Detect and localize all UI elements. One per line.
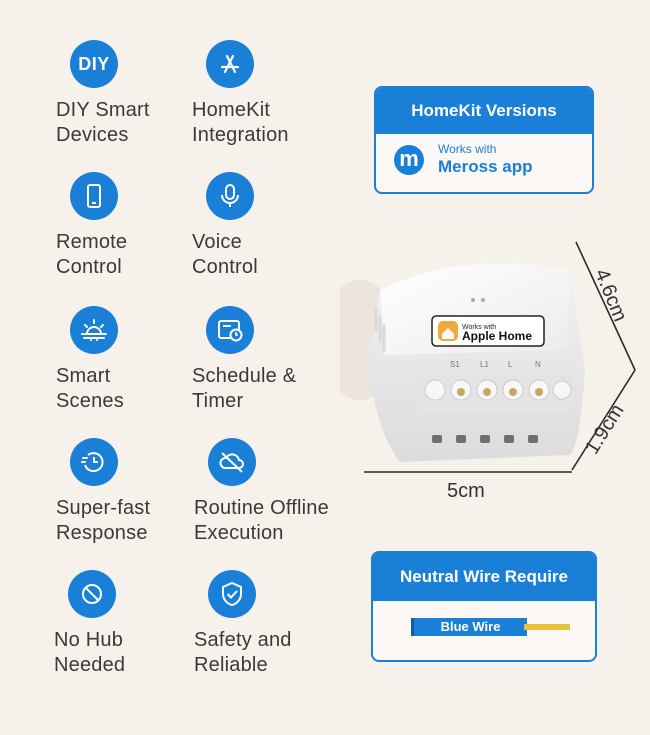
blue-wire-label: Blue Wire: [411, 618, 527, 636]
homekit-versions-title: HomeKit Versions: [376, 88, 592, 134]
no-sign-icon: [68, 570, 116, 618]
diy-icon: DIY: [70, 40, 118, 88]
terminal-label: L: [508, 360, 513, 369]
feature-label: HomeKit: [192, 99, 271, 121]
feature-label: Execution: [194, 522, 284, 544]
works-with-label: Works with: [438, 142, 497, 156]
app-store-icon: [206, 40, 254, 88]
badge-apple-home: Apple Home: [462, 329, 532, 343]
fast-clock-icon: [70, 438, 118, 486]
feature-label: Super-fast: [56, 497, 151, 519]
feature-label: Integration: [192, 124, 289, 146]
terminal-label: S1: [450, 360, 460, 369]
feature-label: Devices: [56, 124, 129, 146]
feature-label: Remote: [56, 231, 128, 253]
feature-label: Control: [56, 256, 122, 278]
terminal-label: L1: [480, 360, 489, 369]
badge-works-with: Works with: [462, 324, 496, 331]
feature-label: Timer: [192, 390, 244, 412]
smart-switch-device: Works with Apple Home S1 L1 L N: [340, 241, 636, 473]
feature-label: Response: [56, 522, 148, 544]
feature-label: No Hub: [54, 629, 124, 651]
feature-label: Voice: [192, 231, 242, 253]
feature-label: Reliable: [194, 654, 268, 676]
feature-label: Safety and: [194, 629, 292, 651]
meross-logo-icon: m: [394, 144, 424, 175]
microphone-icon: [206, 172, 254, 220]
meross-app-label: Meross app: [438, 157, 533, 176]
feature-label: Control: [192, 256, 258, 278]
phone-icon: [70, 172, 118, 220]
terminal-label: N: [535, 360, 541, 369]
blue-wire: Blue Wire: [411, 618, 595, 638]
wire-core: [524, 624, 570, 630]
feature-label: DIY Smart: [56, 99, 150, 121]
shield-check-icon: [208, 570, 256, 618]
feature-schedule-timer: Schedule & Timer: [192, 306, 332, 414]
feature-label: Smart: [56, 365, 111, 387]
homekit-versions-box: HomeKit Versions m Works with Meross app: [374, 86, 594, 194]
cloud-off-icon: [208, 438, 256, 486]
feature-label: Scenes: [56, 390, 124, 412]
feature-label: Schedule &: [192, 365, 297, 387]
feature-label: Needed: [54, 654, 126, 676]
dimension-width: 5cm: [447, 480, 485, 502]
sunrise-icon: [70, 306, 118, 354]
feature-label: Routine Offline: [194, 497, 329, 519]
neutral-wire-box: Neutral Wire Require Blue Wire: [371, 551, 597, 662]
neutral-wire-title: Neutral Wire Require: [373, 553, 595, 601]
schedule-icon: [206, 306, 254, 354]
